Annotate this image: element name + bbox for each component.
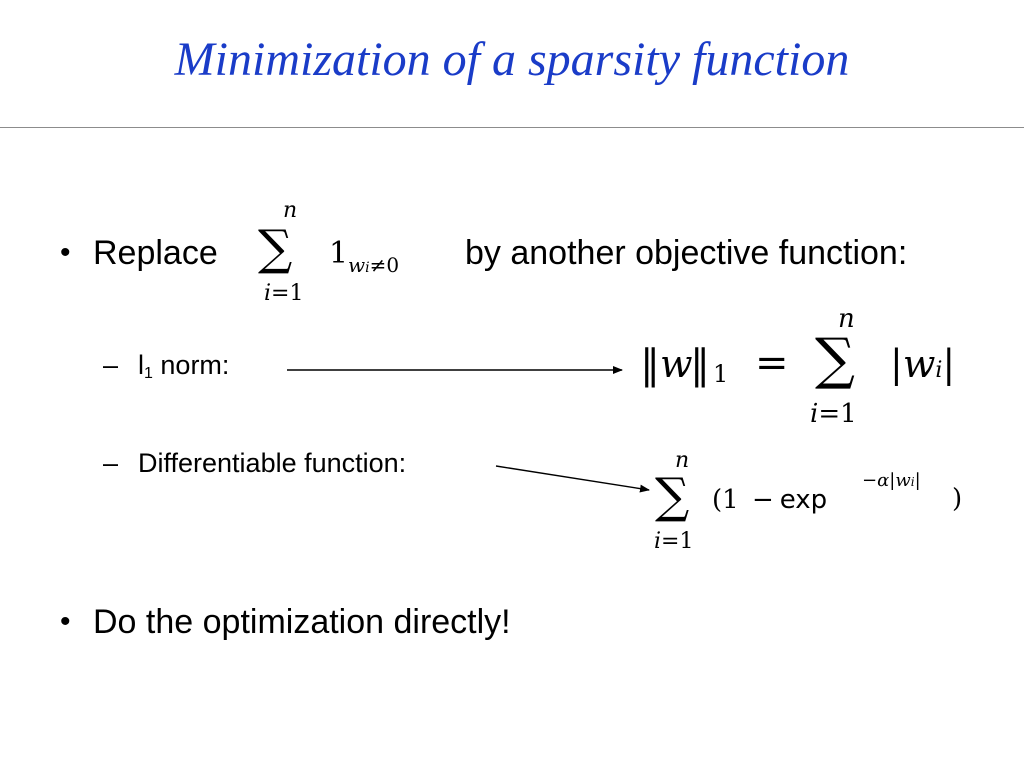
sum-symbol: ∑ (258, 220, 293, 276)
bullet-dot-1: • (60, 236, 71, 269)
sum-upper-limit: n (283, 198, 298, 223)
sum-lower-limit: i=1 (264, 281, 304, 306)
l1-sum-lower-limit: i=1 (810, 399, 857, 429)
bullet-1-text-after: by another objective function: (465, 234, 908, 272)
diff-close-paren: ) (952, 484, 963, 514)
norm-subscript: 1 (713, 360, 729, 388)
sub-bullet-dash-2: – (103, 448, 119, 478)
norm-open-bars: ‖ (640, 342, 660, 388)
norm-w: w (660, 342, 693, 386)
equals-sign: = (755, 340, 789, 386)
norm-close-bars: ‖ (690, 342, 710, 388)
bullet-dot-2: • (60, 605, 71, 638)
diff-sum-symbol: ∑ (655, 468, 690, 524)
l1-sum-symbol: ∑ (815, 327, 855, 392)
l1-sum-upper-limit: n (838, 304, 855, 334)
diff-sum-upper-limit: n (675, 448, 690, 473)
diff-sum-lower-limit: i=1 (654, 529, 694, 554)
sub-bullet-2-label: Differentiable function: (138, 448, 407, 478)
bullet-1-text-before: Replace (93, 234, 218, 272)
indicator-subscript: wi≠0 (348, 253, 400, 277)
arrow-differentiable (495, 465, 650, 493)
diff-expression: (1 −exp (712, 485, 828, 515)
sub-bullet-dash-1: – (103, 350, 119, 380)
diff-exponent: −α|wi| (862, 470, 921, 491)
bullet-2-text: Do the optimization directly! (93, 603, 511, 641)
slide-title: Minimization of a sparsity function (174, 33, 850, 86)
title-divider (0, 127, 1024, 128)
indicator-one: 1 (329, 236, 349, 271)
l1-abs-term: |wi| (890, 342, 956, 386)
sub-bullet-1-label: l1 norm: (138, 350, 230, 382)
